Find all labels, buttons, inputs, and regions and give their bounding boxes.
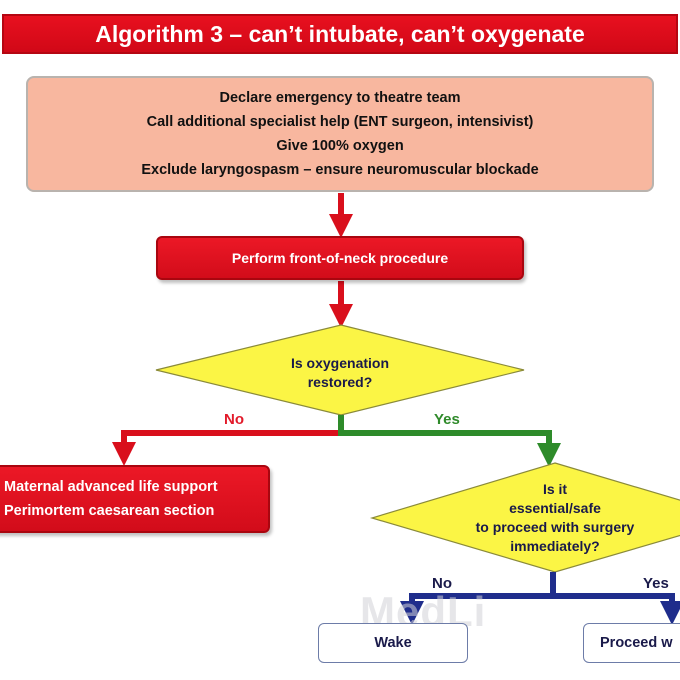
decision2-line3: to proceed with surgery — [475, 519, 635, 535]
action-give-oxygen: Give 100% oxygen — [276, 138, 404, 154]
wake-box: Wake — [318, 623, 468, 663]
decision1-line2: restored? — [307, 374, 373, 390]
action-exclude-laryngospasm: Exclude laryngospasm – ensure neuromuscu… — [141, 162, 539, 178]
proceed-box: Proceed w — [583, 623, 680, 663]
action-call-specialist: Call additional specialist help (ENT sur… — [146, 114, 534, 130]
maternal-support-box: Maternal advanced life support Perimorte… — [0, 465, 270, 533]
action-declare-emergency: Declare emergency to theatre team — [219, 90, 461, 106]
arrow-yes-to-decision2 — [338, 415, 561, 467]
algorithm-title: Algorithm 3 – can’t intubate, can’t oxyg… — [2, 14, 678, 54]
arrow-yes-to-proceed — [550, 572, 680, 625]
no-label-decision2: No — [432, 575, 452, 592]
decision1-line1: Is oxygenation — [290, 355, 390, 371]
perimortem-caesarean-text: Perimortem caesarean section — [4, 503, 215, 519]
yes-label-decision1: Yes — [434, 411, 460, 428]
maternal-life-support-text: Maternal advanced life support — [4, 479, 218, 495]
front-of-neck-procedure-box: Perform front-of-neck procedure — [156, 236, 524, 280]
decision-proceed-text: Is it essential/safe to proceed with sur… — [430, 480, 680, 556]
decision-oxygenation-text: Is oxygenation restored? — [250, 354, 430, 392]
yes-label-decision2: Yes — [643, 575, 669, 592]
decision2-line1: Is it — [542, 481, 568, 497]
decision2-line2: essential/safe — [509, 500, 601, 516]
decision2-line4: immediately? — [510, 538, 600, 554]
initial-actions-box: Declare emergency to theatre team Call a… — [26, 76, 654, 192]
no-label-decision1: No — [224, 411, 244, 428]
